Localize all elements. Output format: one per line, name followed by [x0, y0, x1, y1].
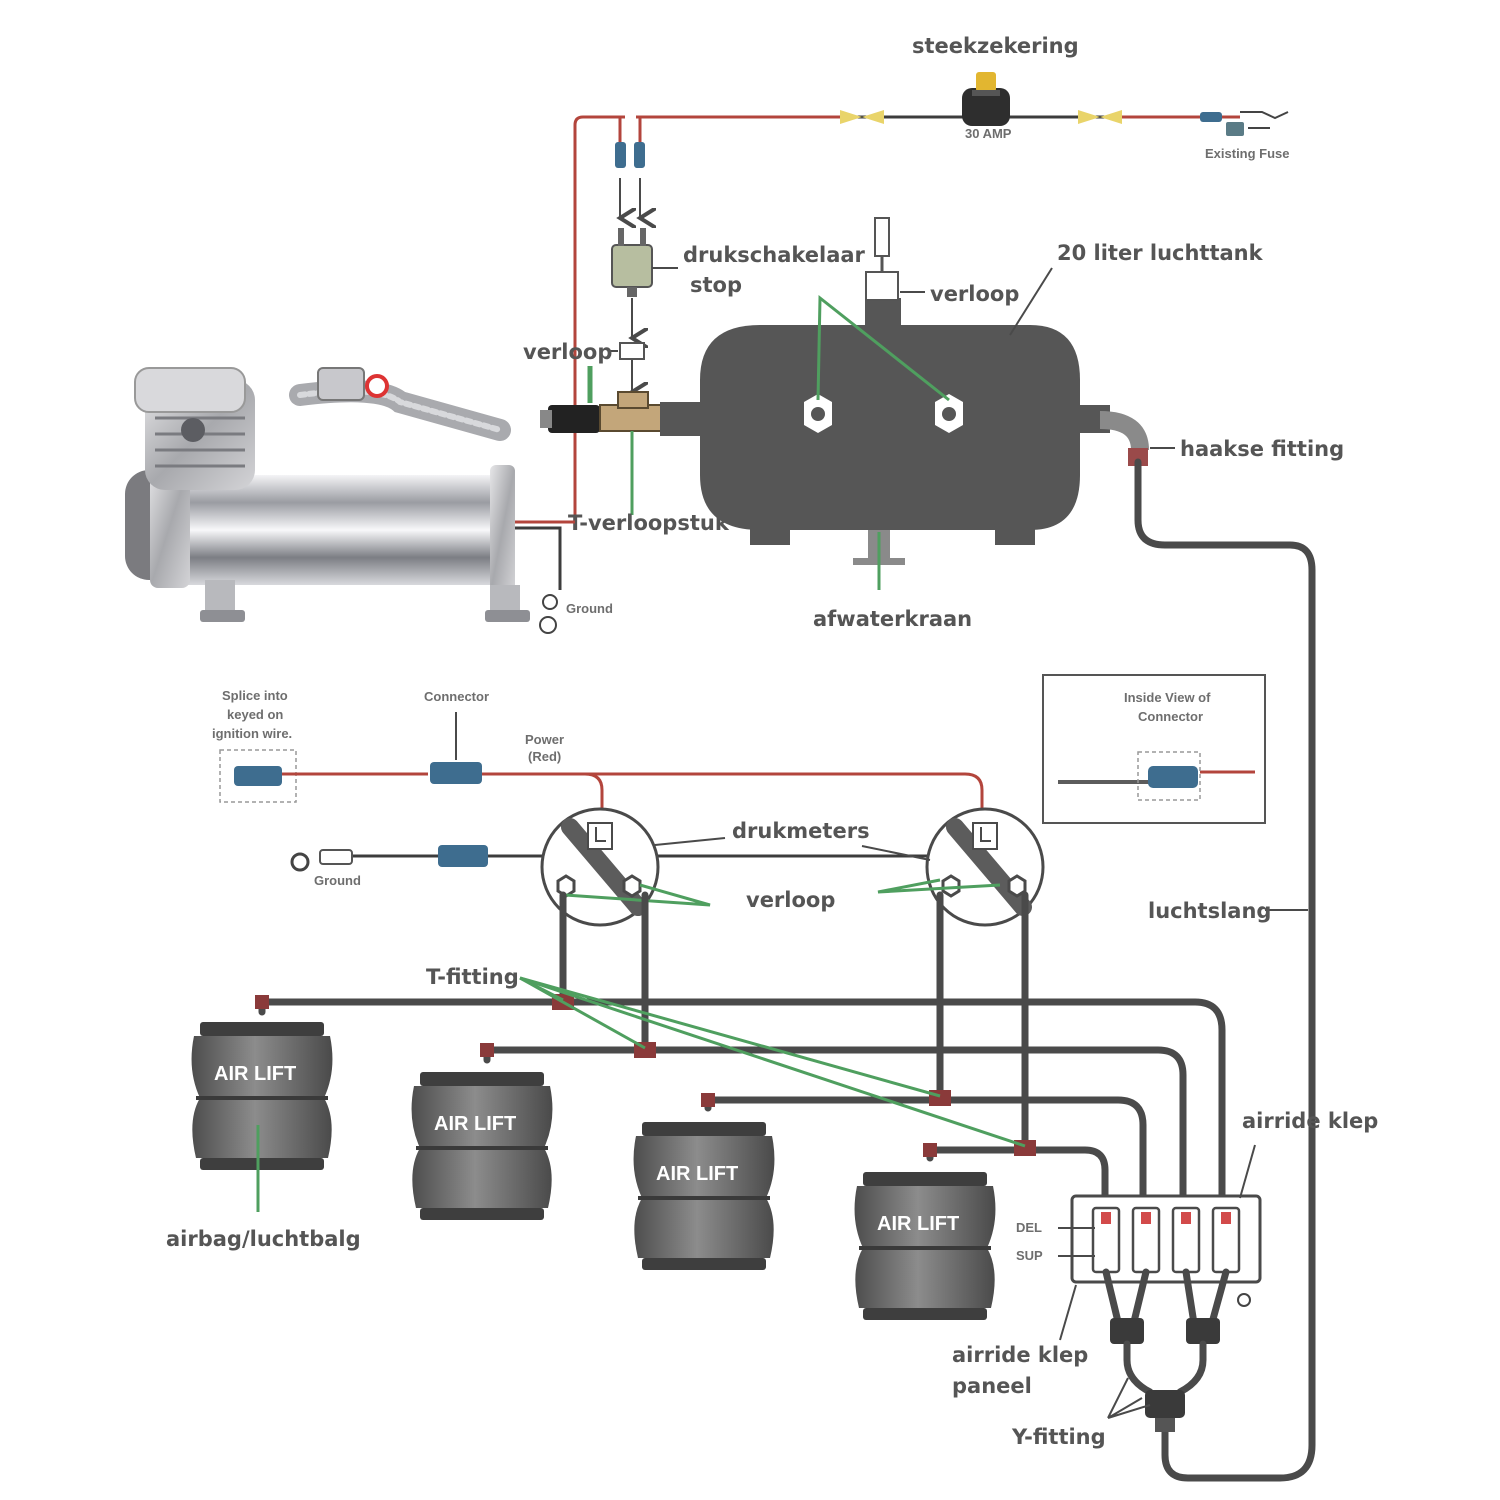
- air-bag-4: AIR LIFT: [852, 1170, 998, 1322]
- label-verloop-top: verloop: [930, 282, 1019, 306]
- air-bag-2-brand: AIR LIFT: [434, 1113, 516, 1135]
- label-afwaterkraan: afwaterkraan: [813, 607, 972, 631]
- pressure-gauge-left: [542, 809, 658, 925]
- fuse-holder: [962, 72, 1010, 126]
- label-splice-3: ignition wire.: [212, 726, 292, 741]
- existing-fuse-label: Existing Fuse: [1205, 146, 1290, 161]
- label-t-fitting: T-fitting: [426, 965, 519, 989]
- label-airbag-luchtbalg: airbag/luchtbalg: [166, 1227, 361, 1251]
- air-bag-1-brand: AIR LIFT: [214, 1063, 296, 1085]
- label-power: Power: [525, 732, 564, 747]
- air-bag-3: AIR LIFT: [631, 1120, 777, 1272]
- air-bag-1: AIR LIFT: [189, 1020, 335, 1172]
- label-connector: Connector: [424, 689, 489, 704]
- label-y-fitting: Y-fitting: [1011, 1425, 1106, 1449]
- label-ground-top: Ground: [566, 601, 613, 616]
- label-splice-1: Splice into: [222, 688, 288, 703]
- label-sup: SUP: [1016, 1248, 1043, 1263]
- inside-view-connector-box: [1042, 674, 1266, 824]
- connector-blue-left: [615, 142, 626, 168]
- air-bag-4-brand: AIR LIFT: [877, 1213, 959, 1235]
- fuse-amp-label: 30 AMP: [965, 126, 1012, 141]
- t-verloopstuk-fitting: [540, 366, 669, 515]
- air-bag-3-brand: AIR LIFT: [656, 1163, 738, 1185]
- label-splice-2: keyed on: [227, 707, 283, 722]
- label-luchtslang: luchtslang: [1148, 899, 1271, 923]
- label-ground-mid: Ground: [314, 873, 361, 888]
- y-fitting-icon: [1145, 1390, 1185, 1418]
- connector-icon: [430, 762, 482, 784]
- label-power-red: (Red): [528, 749, 561, 764]
- label-airride-klep: airride klep: [1242, 1109, 1378, 1133]
- valve-panel: [1058, 1144, 1262, 1432]
- top-power-wiring: 30 AMP steekzekering Existing Fuse: [573, 34, 1290, 520]
- label-stop: stop: [690, 273, 742, 297]
- label-steekzekering: steekzekering: [912, 34, 1079, 58]
- label-airride-klep-paneel-1: airride klep: [952, 1343, 1088, 1367]
- air-lines: [255, 891, 1226, 1219]
- label-verloop-left: verloop: [523, 340, 612, 364]
- air-bag-2: AIR LIFT: [409, 1070, 555, 1222]
- label-verloop-mid: verloop: [746, 888, 835, 912]
- main-air-hose: [1134, 458, 1316, 1482]
- label-drukmeters: drukmeters: [732, 819, 870, 843]
- label-inside-view-connector: Connector: [1138, 709, 1203, 724]
- label-haakse-fitting: haakse fitting: [1180, 437, 1344, 461]
- label-t-verloopstuk: T-verloopstuk: [568, 511, 730, 535]
- label-inside-view: Inside View of: [1124, 690, 1211, 705]
- connector-blue-right: [634, 142, 645, 168]
- label-del: DEL: [1016, 1220, 1042, 1235]
- existing-fuse: [1200, 111, 1289, 136]
- pressure-switch: [611, 228, 678, 297]
- label-drukschakelaar: drukschakelaar: [683, 243, 866, 267]
- air-tank: [660, 217, 1175, 590]
- label-20-liter-luchttank: 20 liter luchttank: [1057, 241, 1264, 265]
- label-airride-klep-paneel-2: paneel: [952, 1374, 1032, 1398]
- verloop-left-fitting: [609, 342, 645, 360]
- compressor: [125, 367, 575, 634]
